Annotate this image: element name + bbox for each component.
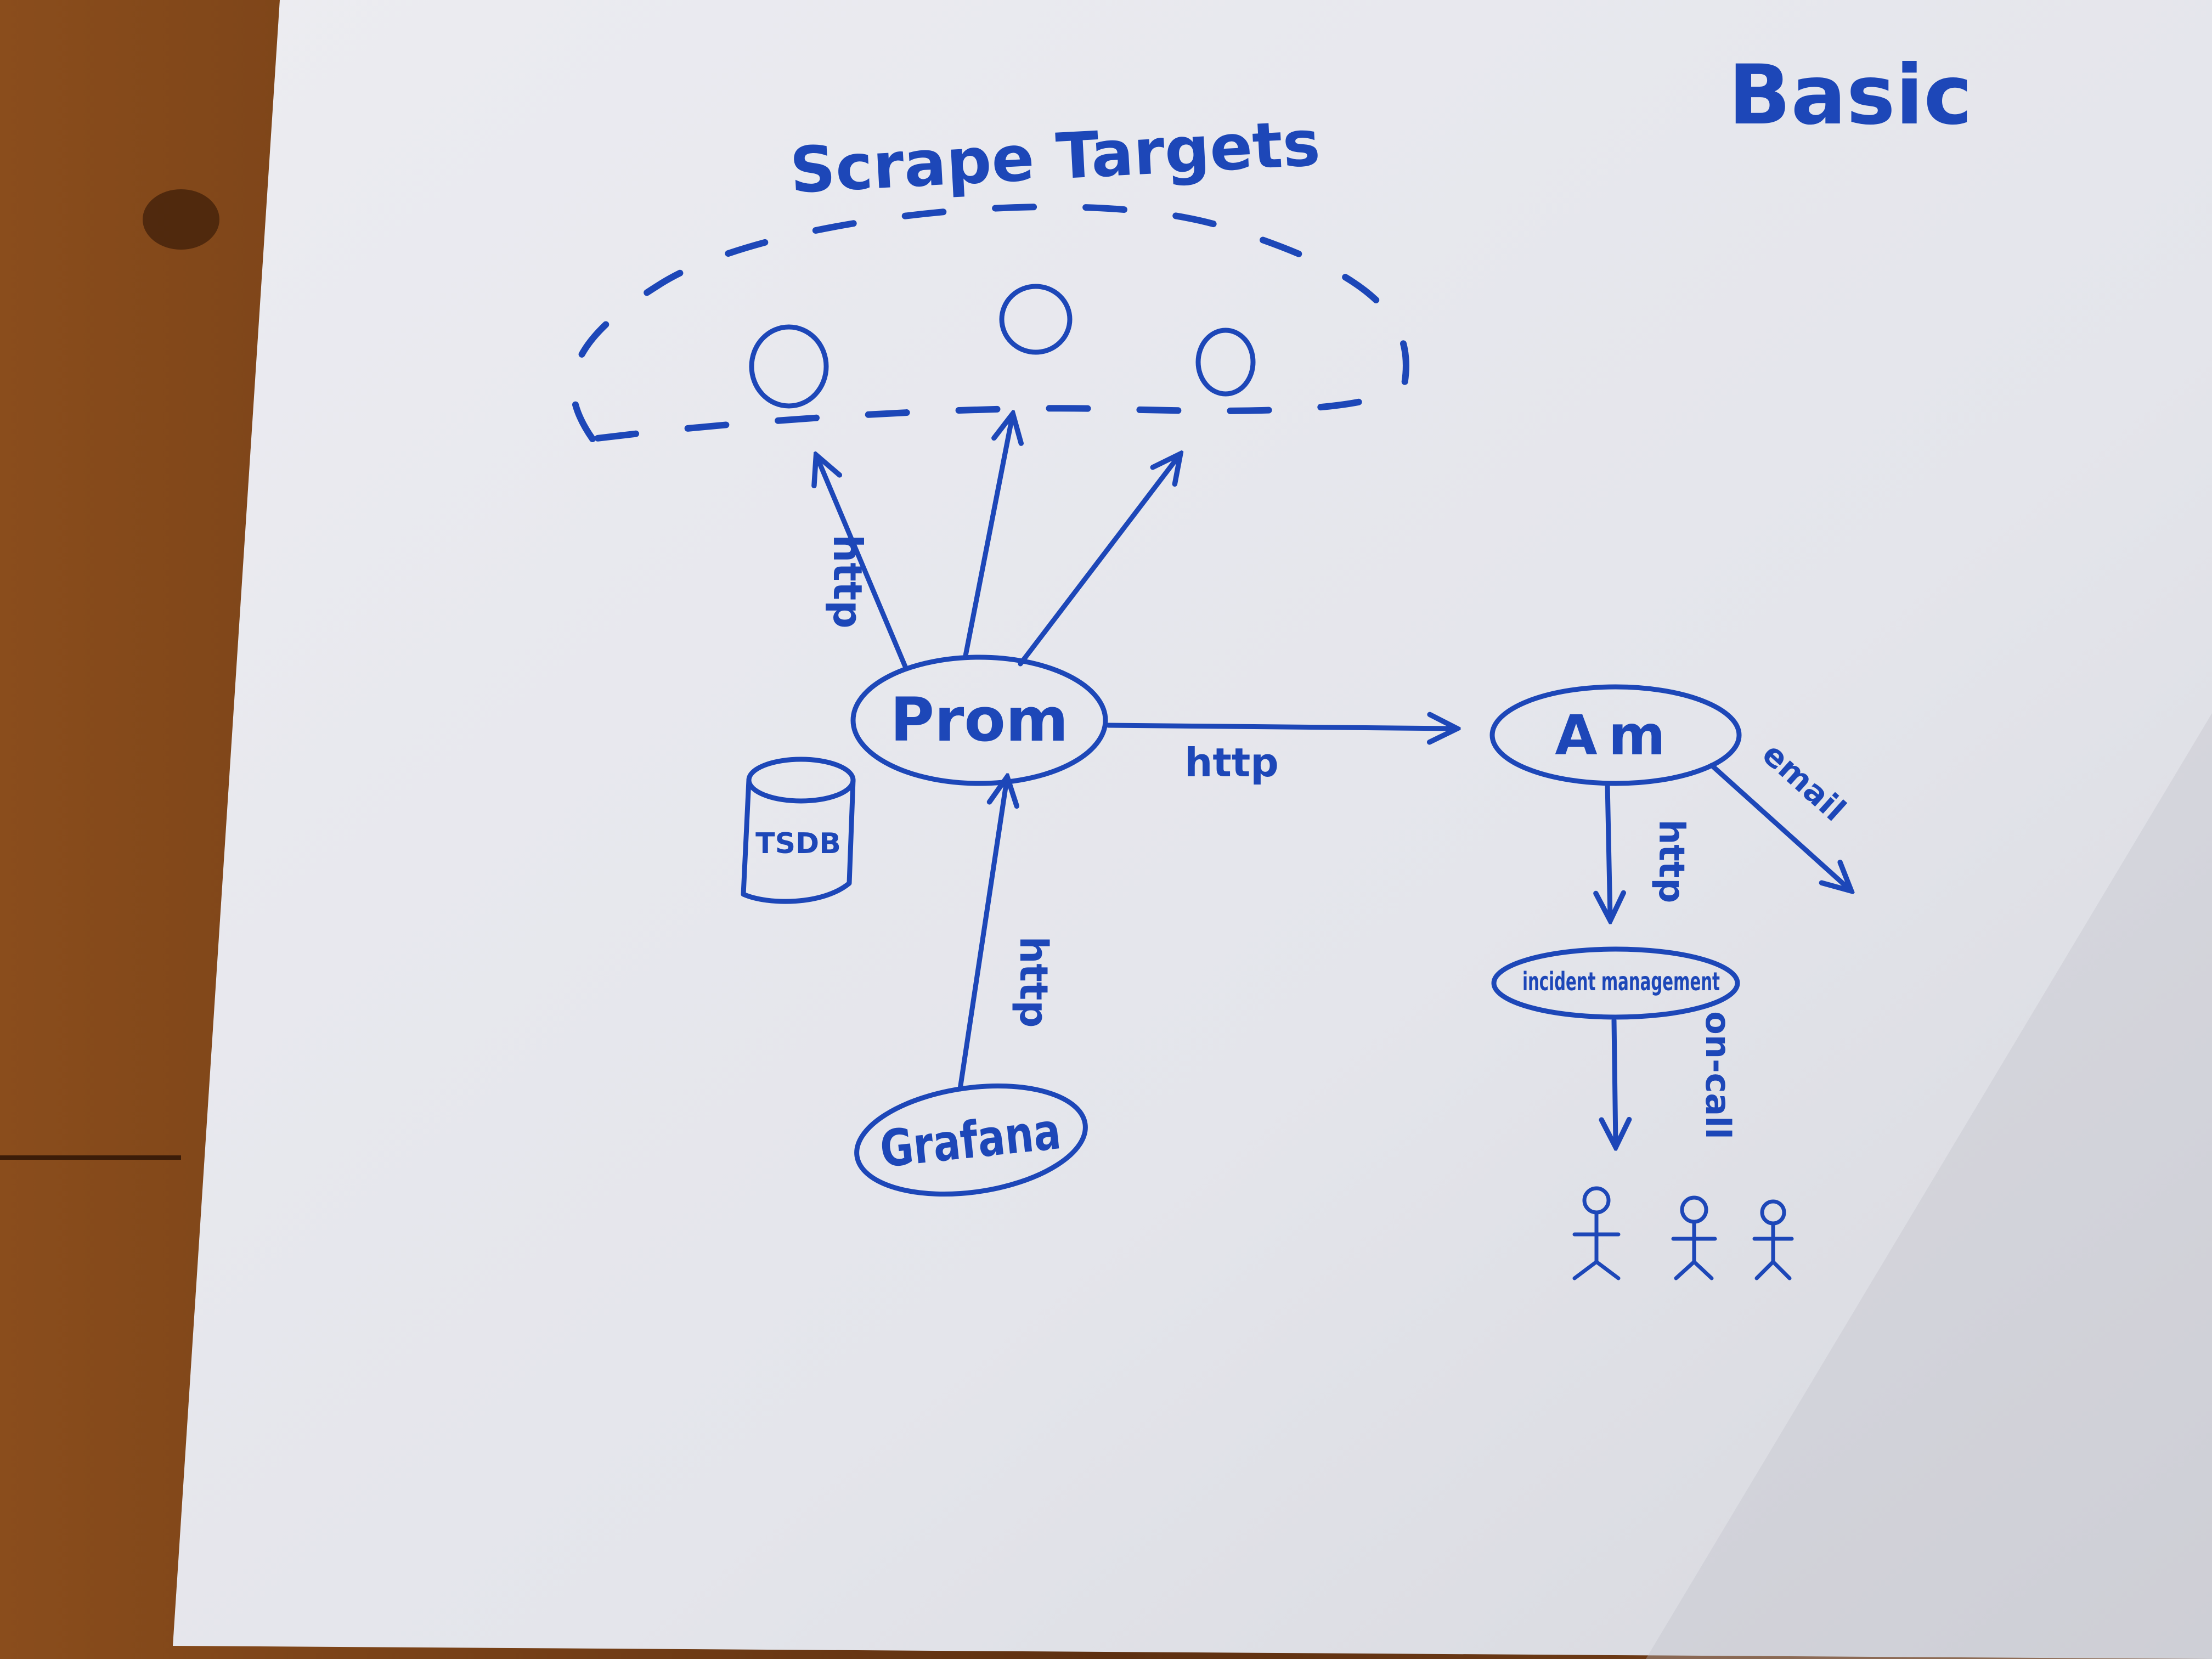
label-am-incident-http: http: [1651, 820, 1691, 904]
target-icon-3: [1195, 328, 1256, 397]
person-icon-3: [1752, 1199, 1794, 1280]
wood-knot: [143, 189, 219, 250]
tsdb-cylinder-icon: TSDB: [741, 757, 856, 904]
prom-node: [850, 654, 1108, 786]
arrow-am-email: [1709, 763, 1849, 889]
label-grafana-prom-http: http: [1011, 936, 1056, 1028]
target-icon-2: [999, 284, 1073, 355]
label-incident-oncall: on-call: [1698, 1011, 1738, 1139]
arrow-prom-target-3: [1018, 456, 1178, 667]
grafana-node: [854, 1083, 1088, 1197]
incident-manager-label: incident management: [1522, 967, 1720, 996]
label-prom-targets-http: http: [825, 534, 871, 629]
arrow-am-incident: [1607, 782, 1610, 917]
arrow-grafana-prom: [957, 780, 1007, 1092]
target-icon-1: [749, 324, 829, 409]
incident-manager-node: [1491, 946, 1740, 1020]
prom-label: Prom: [890, 685, 1068, 755]
sheet-title: Basic: [1728, 48, 1972, 143]
scrape-targets-boundary: [569, 204, 1409, 443]
arrow-prom-target-1: [817, 458, 908, 669]
alertmanager-label: Am: [1555, 703, 1677, 768]
person-icon-1: [1572, 1186, 1621, 1280]
tsdb-label: TSDB: [755, 827, 841, 860]
paper-sheet: [173, 0, 2212, 1659]
arrow-incident-people: [1614, 1018, 1616, 1144]
label-prom-am-http: http: [1184, 740, 1279, 786]
arrow-prom-target-2: [963, 417, 1012, 658]
person-icon-2: [1671, 1195, 1717, 1280]
paper-shadow: [1646, 713, 2212, 1659]
alertmanager-node: [1489, 684, 1742, 786]
arrow-prom-am: [1105, 725, 1454, 729]
